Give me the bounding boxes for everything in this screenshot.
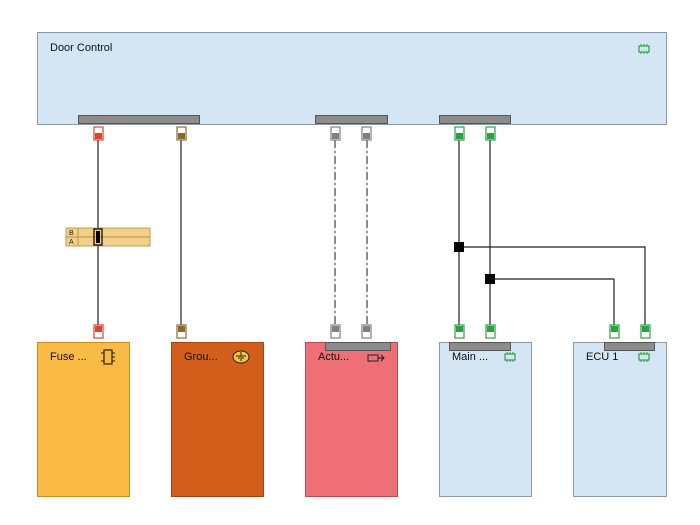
door-control-title: Door Control [50,42,113,54]
pin-ground-bottom [176,324,187,339]
ecu1-block-title: ECU 1 [586,351,619,363]
pin-data-bottom-1 [454,324,465,339]
main-connector[interactable] [449,342,511,351]
pin-data-top-1 [454,126,465,141]
pin-signal-top-2 [361,126,372,141]
ecu1-connector[interactable] [604,342,655,351]
pin-ecu1-bottom-1 [609,324,620,339]
door-control-connector-1[interactable] [78,115,200,124]
ground-block[interactable] [171,342,264,497]
main-block[interactable] [439,342,532,497]
pin-ecu1-bottom-2 [640,324,651,339]
pin-power-top [93,126,104,141]
fuse-block-title: Fuse ... [50,351,87,363]
pin-signal-bottom-1 [330,324,341,339]
ecu-chip-icon [638,352,650,362]
ecu1-block[interactable] [573,342,667,497]
data-branch-2 [490,278,615,325]
inline-connector-pin-b: B [69,230,74,237]
wire-junction [485,274,495,284]
inline-connector: B A [65,227,151,247]
fuse-block[interactable] [37,342,130,497]
pin-power-bottom [93,324,104,339]
wire-junction [454,242,464,252]
door-control-block[interactable] [37,32,667,125]
ground-icon [232,350,250,364]
ecu-chip-icon [638,44,650,54]
pin-data-top-2 [485,126,496,141]
actuator-icon [367,354,385,362]
pin-signal-top-1 [330,126,341,141]
fuse-icon [101,349,115,365]
inline-connector-pin-a: A [69,239,74,246]
main-block-title: Main ... [452,351,489,363]
actuator-connector[interactable] [325,342,391,351]
data-branch-1 [459,246,646,325]
door-control-connector-2[interactable] [315,115,388,124]
pin-data-bottom-2 [485,324,496,339]
pin-ground-top [176,126,187,141]
ecu-chip-icon [504,352,516,362]
pin-signal-bottom-2 [361,324,372,339]
actuator-block-title: Actu... [318,351,350,363]
door-control-connector-3[interactable] [439,115,511,124]
ground-block-title: Grou... [184,351,218,363]
